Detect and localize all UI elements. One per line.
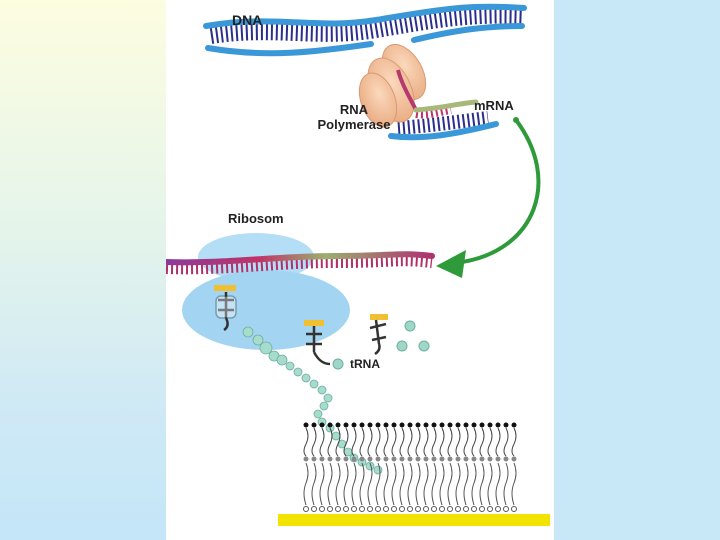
dna-label: DNA bbox=[232, 12, 262, 28]
trna-anticodon bbox=[304, 320, 324, 326]
free-amino-acids bbox=[397, 321, 429, 351]
amino-acid bbox=[333, 359, 343, 369]
ribosome-large-subunit bbox=[182, 270, 350, 350]
membrane-bottom-tails bbox=[304, 463, 516, 505]
rna-polymerase-label-line2: Polymerase bbox=[304, 118, 404, 133]
mrna-tail bbox=[416, 102, 476, 110]
mrna-transcript bbox=[416, 102, 476, 115]
right-background-panel bbox=[554, 0, 720, 540]
mrna-label: mRNA bbox=[474, 99, 514, 114]
trna-free-2 bbox=[370, 314, 388, 354]
ribosome bbox=[182, 233, 350, 350]
lipid-membrane bbox=[278, 423, 550, 527]
transcription-translation-figure: DNA RNA Polymerase mRNA Ribosom tRNA bbox=[166, 0, 554, 540]
dna-strand-lower-right bbox=[414, 26, 522, 40]
diagram-canvas bbox=[166, 0, 554, 540]
membrane-support-surface bbox=[278, 514, 550, 526]
rna-polymerase-label-line1: RNA bbox=[304, 103, 404, 118]
transport-arrow bbox=[436, 117, 538, 278]
arrow-head bbox=[436, 250, 466, 278]
dna-strand-lower bbox=[208, 44, 371, 53]
membrane-middle-heads bbox=[304, 457, 517, 462]
rna-polymerase-label: RNA Polymerase bbox=[304, 103, 404, 133]
trna-body bbox=[370, 320, 386, 354]
trna-anticodon bbox=[214, 285, 236, 291]
arrow-shaft bbox=[462, 120, 538, 262]
membrane-anchor-heads bbox=[304, 507, 517, 512]
trna-anticodon bbox=[370, 314, 388, 320]
trna-label: tRNA bbox=[350, 358, 380, 372]
membrane-top-heads bbox=[304, 423, 517, 428]
arrow-origin-dot bbox=[513, 117, 519, 123]
ribosome-label: Ribosom bbox=[228, 212, 284, 227]
